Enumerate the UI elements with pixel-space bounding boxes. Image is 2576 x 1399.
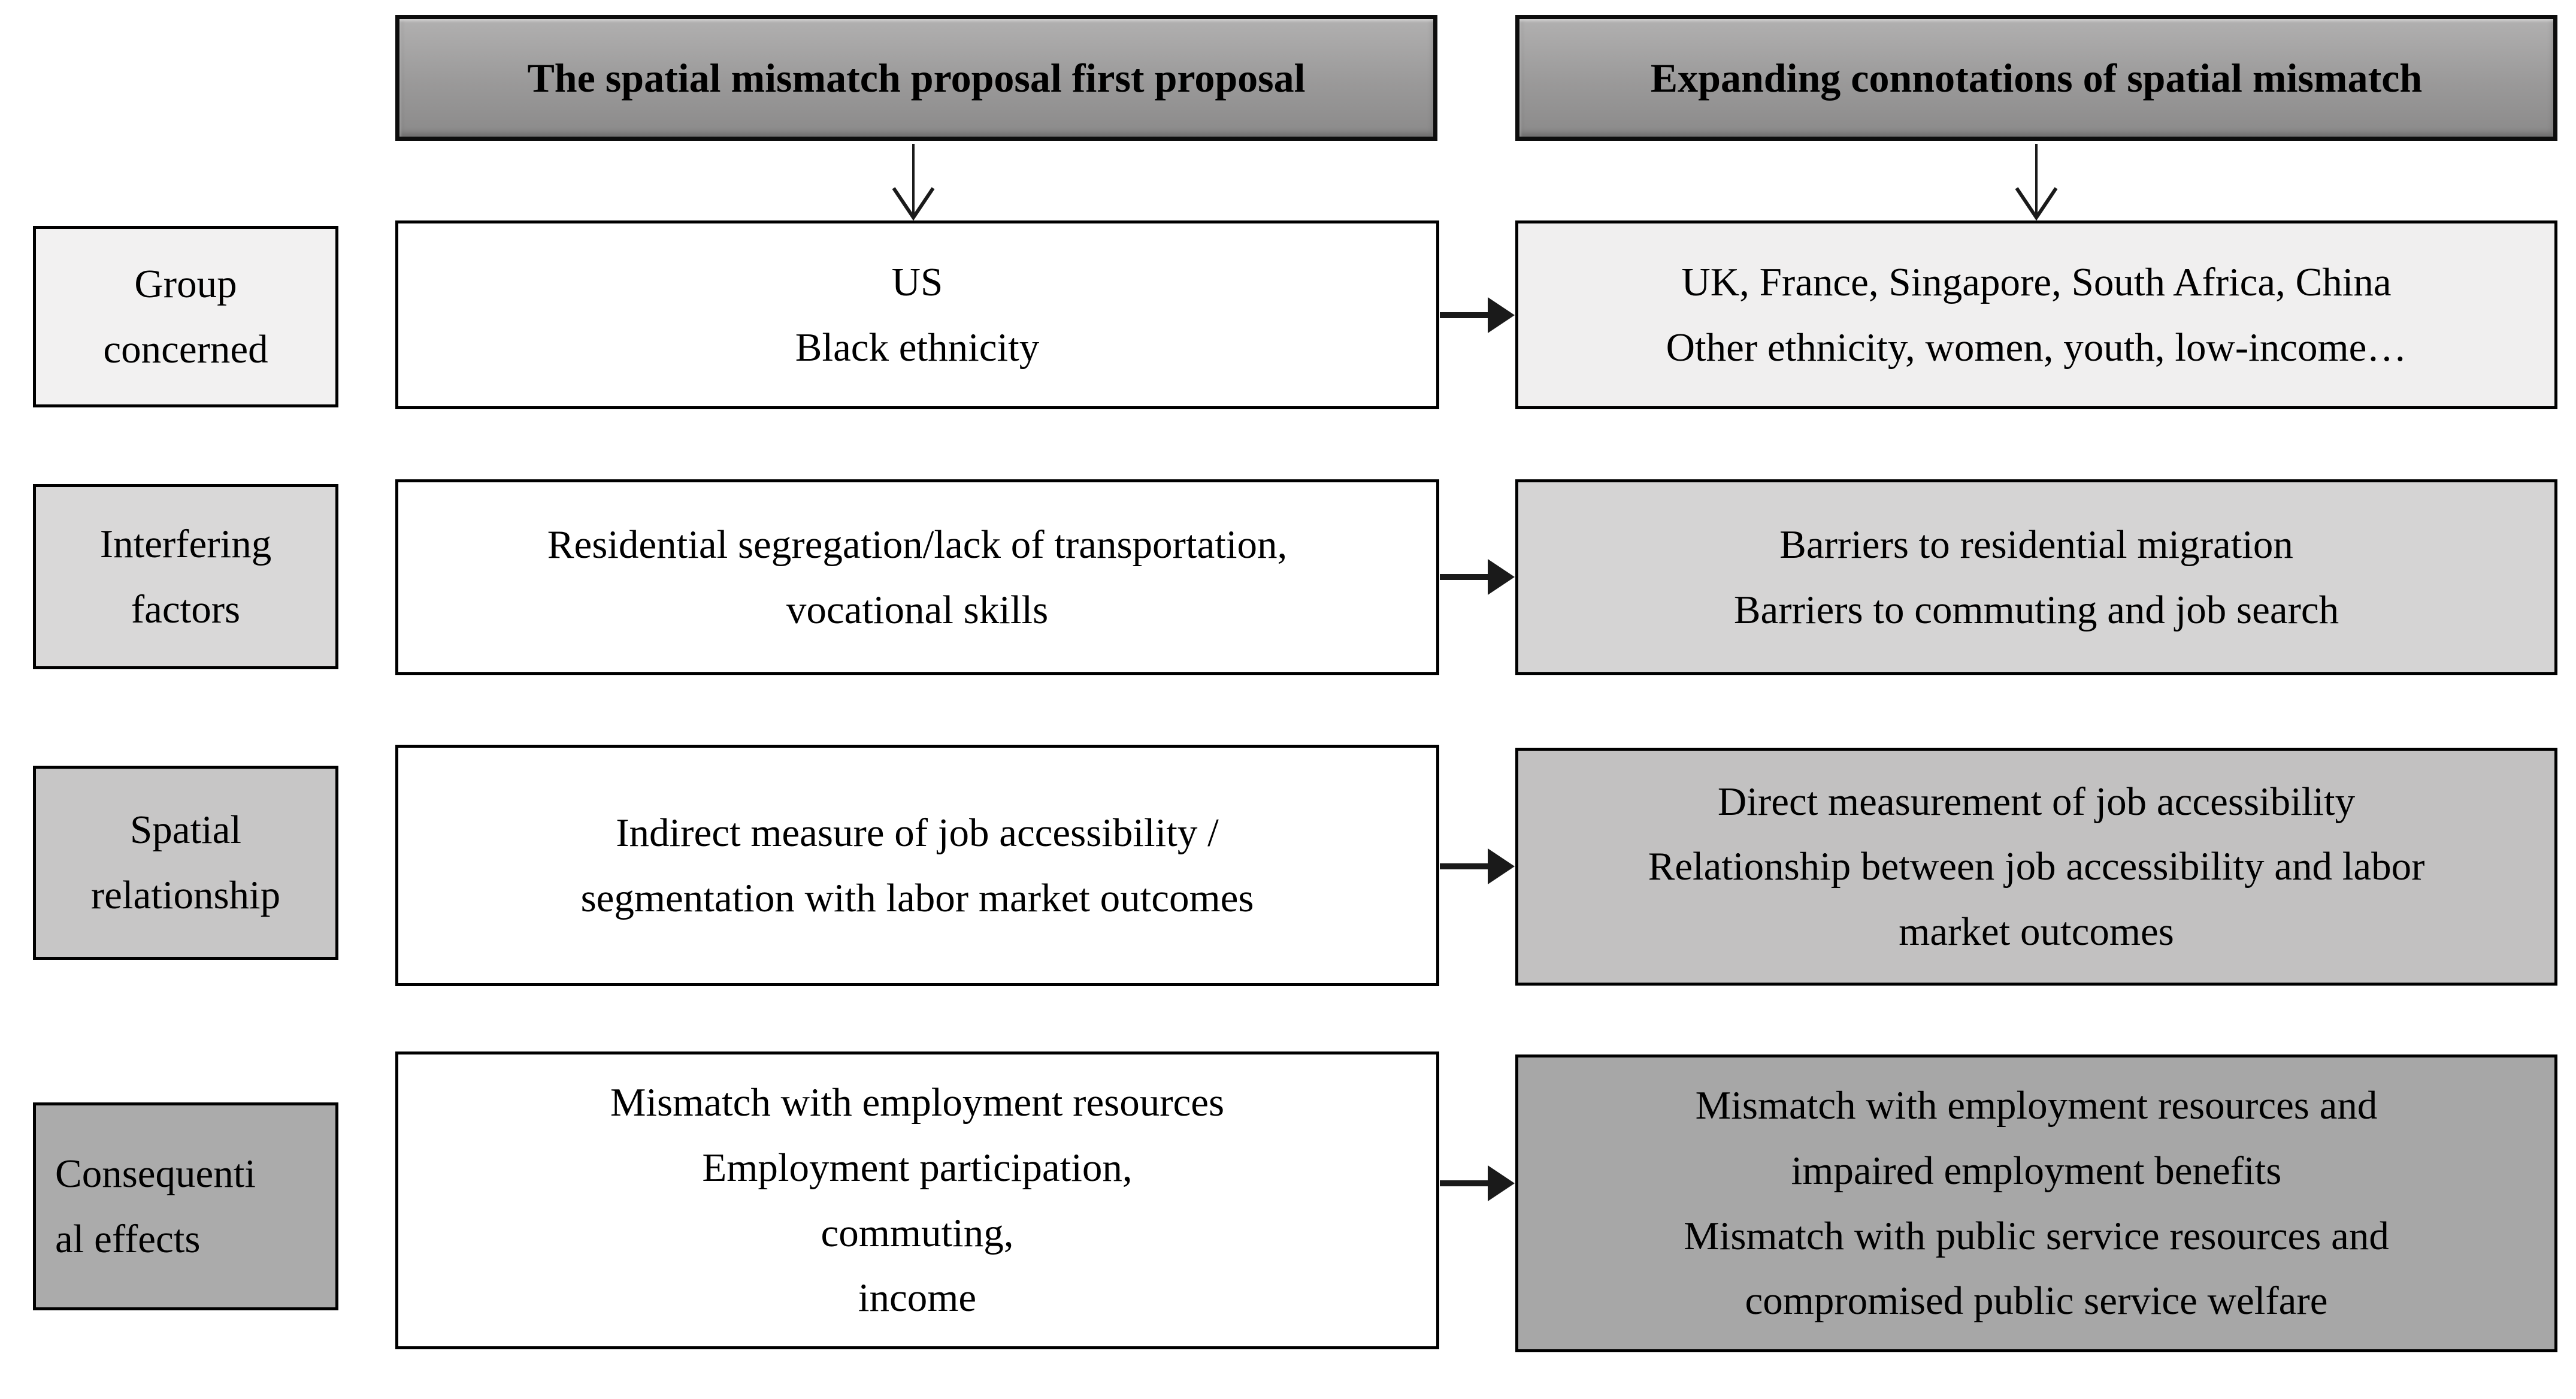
right-arrow-row-2: [1440, 559, 1515, 595]
right-arrow-row-3: [1440, 848, 1515, 884]
right-arrow-row-4: [1440, 1165, 1515, 1201]
header-expanding-connotations: Expanding connotations of spatial mismat…: [1515, 15, 2557, 141]
row-1-expanded-box: UK, France, Singapore, South Africa, Chi…: [1515, 220, 2557, 409]
row-2-first-proposal-box: Residential segregation/lack of transpor…: [395, 479, 1439, 675]
down-arrow-right-header: [2015, 144, 2058, 221]
right-arrow-row-1: [1440, 297, 1515, 333]
row-3-first-proposal-box: Indirect measure of job accessibility /s…: [395, 745, 1439, 986]
header-first-proposal: The spatial mismatch proposal first prop…: [395, 15, 1437, 141]
down-arrow-left-header: [892, 144, 935, 221]
